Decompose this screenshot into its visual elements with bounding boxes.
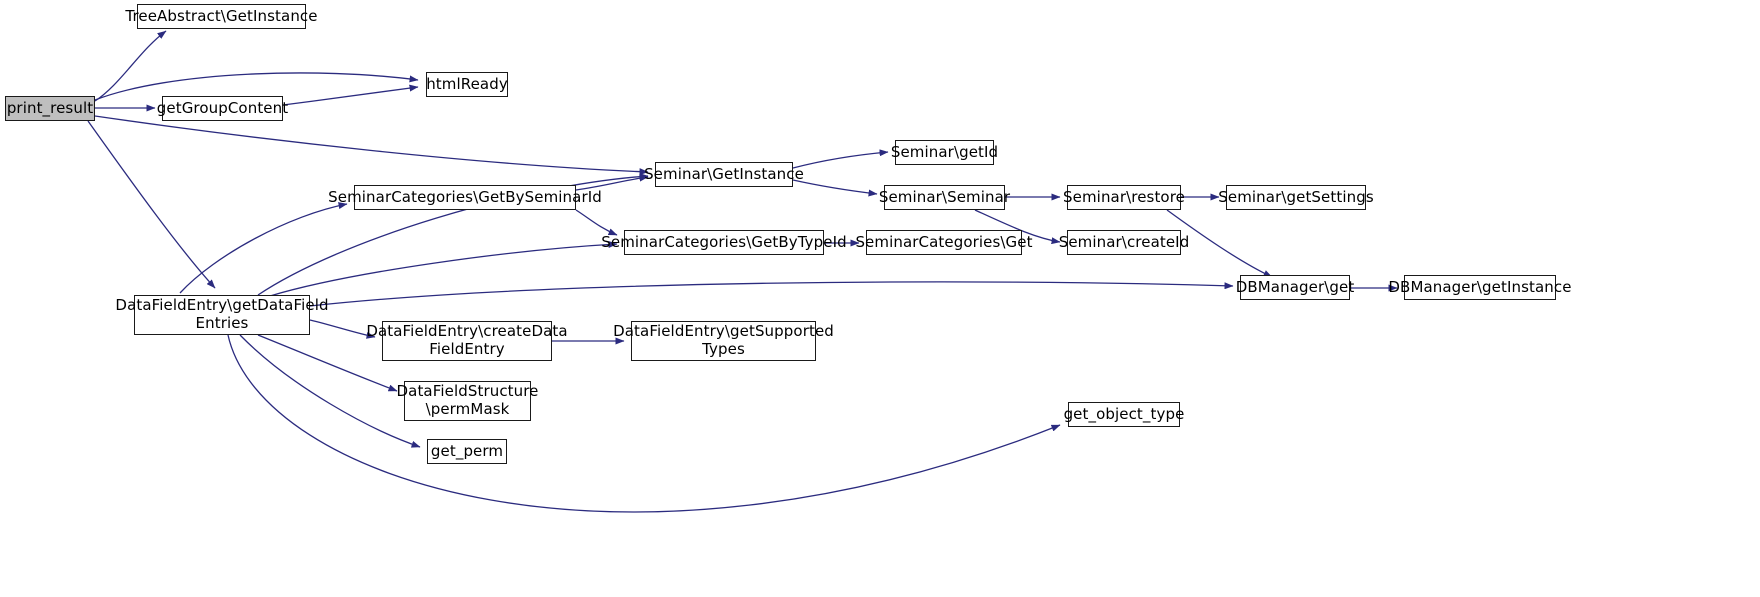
graph-edge-dfe_getdatafieldentries-to-semcats_getbyseminarid — [179, 202, 348, 294]
graph-node-label: SeminarCategories\GetByTypeId — [601, 232, 847, 251]
graph-node-label: htmlReady — [426, 74, 508, 93]
graph-node-seminar_getid[interactable]: Seminar\getId — [891, 140, 998, 165]
graph-node-label: SeminarCategories\Get — [855, 232, 1033, 251]
graph-node-tree_getinstance[interactable]: TreeAbstract\GetInstance — [125, 4, 318, 29]
graph-node-seminar_getsettings[interactable]: Seminar\getSettings — [1218, 185, 1374, 210]
graph-node-label: Seminar\restore — [1063, 187, 1185, 206]
graph-node-seminar_createid[interactable]: Seminar\createId — [1059, 230, 1189, 255]
graph-node-semcats_getbyseminarid[interactable]: SeminarCategories\GetBySeminarId — [328, 185, 602, 210]
graph-node-label: Seminar\createId — [1058, 232, 1190, 251]
graph-node-label: get_object_type — [1063, 404, 1185, 423]
graph-node-label: TreeAbstract\GetInstance — [125, 6, 318, 25]
graph-edge-dfe_getdatafieldentries-to-semcats_getbytypeid — [269, 240, 618, 297]
graph-edge-print_result-to-seminar_getinstance — [94, 115, 649, 176]
graph-node-label: getGroupContent — [156, 98, 289, 117]
graph-edge-getgroupcontent-to-htmlready — [282, 84, 419, 106]
graph-node-seminar_restore[interactable]: Seminar\restore — [1063, 185, 1185, 210]
graph-node-dfe_createdatafieldentry[interactable]: DataFieldEntry\createData FieldEntry — [366, 321, 568, 361]
graph-node-label: SeminarCategories\GetBySeminarId — [328, 187, 602, 206]
graph-node-label: print_result — [6, 98, 94, 117]
graph-node-print_result[interactable]: print_result — [5, 96, 95, 121]
graph-node-label: Seminar\GetInstance — [644, 164, 804, 183]
graph-node-seminar_seminar[interactable]: Seminar\Seminar — [879, 185, 1010, 210]
graph-node-label: Seminar\getSettings — [1218, 187, 1374, 206]
graph-node-dfe_getsupportedtypes[interactable]: DataFieldEntry\getSupported Types — [613, 321, 834, 361]
graph-edge-dfe_getdatafieldentries-to-dbmanager_get — [309, 281, 1234, 307]
graph-node-dfe_getdatafieldentries[interactable]: DataFieldEntry\getDataField Entries — [115, 295, 328, 335]
graph-node-seminar_getinstance[interactable]: Seminar\GetInstance — [644, 162, 804, 187]
graph-node-label: get_perm — [430, 441, 504, 460]
graph-node-label: DataFieldEntry\getSupported Types — [613, 322, 834, 358]
graph-edge-semcats_getbyseminarid-to-semcats_getbytypeid — [575, 209, 618, 236]
graph-node-htmlready[interactable]: htmlReady — [426, 72, 508, 97]
graph-edge-dfe_getdatafieldentries-to-get_object_type — [227, 334, 1061, 513]
graph-node-get_perm[interactable]: get_perm — [427, 439, 507, 464]
graph-node-label: DataFieldEntry\createData FieldEntry — [366, 322, 568, 358]
graph-node-dbmanager_get[interactable]: DBManager\get — [1236, 275, 1354, 300]
graph-node-semcats_getbytypeid[interactable]: SeminarCategories\GetByTypeId — [601, 230, 847, 255]
graph-node-getgroupcontent[interactable]: getGroupContent — [157, 96, 288, 121]
graph-node-label: Seminar\Seminar — [878, 187, 1011, 206]
graph-node-label: DataFieldStructure \permMask — [396, 382, 539, 418]
graph-node-semcats_get[interactable]: SeminarCategories\Get — [855, 230, 1032, 255]
graph-node-label: DBManager\get — [1235, 277, 1355, 296]
graph-node-label: Seminar\getId — [890, 142, 999, 161]
graph-node-dfs_permmask[interactable]: DataFieldStructure \permMask — [397, 381, 538, 421]
graph-node-dbmanager_getinstance[interactable]: DBManager\getInstance — [1388, 275, 1571, 300]
graph-node-label: DBManager\getInstance — [1388, 277, 1572, 296]
graph-node-get_object_type[interactable]: get_object_type — [1064, 402, 1184, 427]
graph-node-label: DataFieldEntry\getDataField Entries — [115, 296, 329, 332]
graph-edge-print_result-to-dfe_getdatafieldentries — [87, 120, 216, 289]
graph-edge-print_result-to-tree_getinstance — [94, 30, 167, 102]
